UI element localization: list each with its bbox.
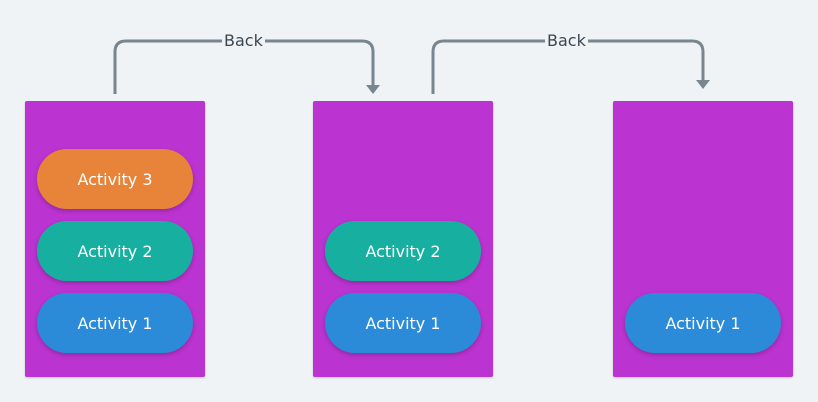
task-stack-1: Activity 3 Activity 2 Activity 1 [25, 101, 205, 377]
activity-2-pill: Activity 2 [37, 221, 193, 281]
activity-1-pill: Activity 1 [625, 293, 781, 353]
task-stack-3: Activity 1 [613, 101, 793, 377]
back-label-1: Back [222, 31, 265, 51]
back-arrowhead-2 [696, 80, 710, 89]
task-stack-2: Activity 2 Activity 1 [313, 101, 493, 377]
activity-1-pill: Activity 1 [37, 293, 193, 353]
activity-1-pill: Activity 1 [325, 293, 481, 353]
back-label-2: Back [545, 31, 588, 51]
activity-2-pill: Activity 2 [325, 221, 481, 281]
back-arrowhead-1 [366, 85, 380, 94]
activity-3-pill: Activity 3 [37, 149, 193, 209]
